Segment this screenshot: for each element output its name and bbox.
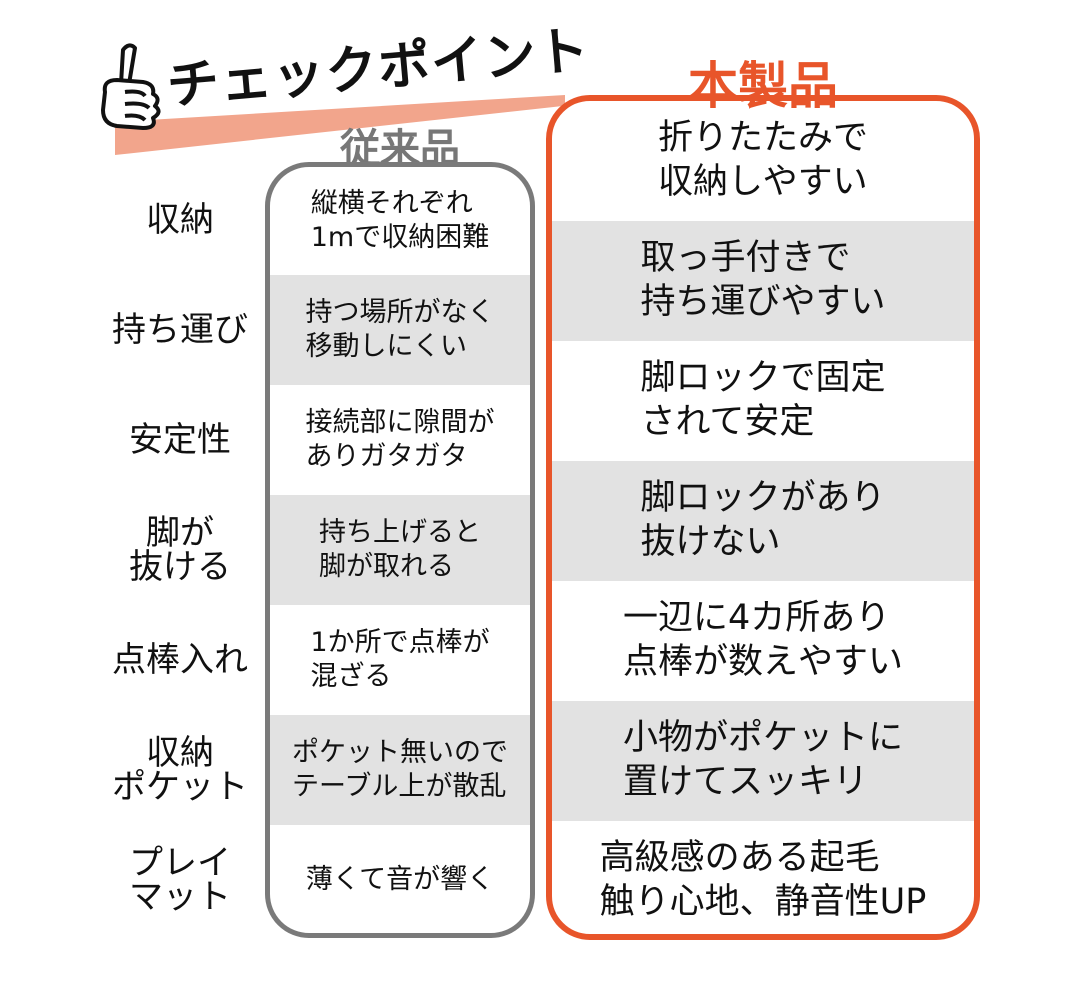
product-cell: 小物がポケットに 置けてスッキリ — [622, 718, 903, 802]
product-column-label: 本製品 — [688, 57, 838, 115]
conventional-cell: 持ち上げると 脚が取れる — [319, 517, 481, 582]
conventional-row: ポケット無いので テーブル上が散乱 — [270, 715, 530, 825]
product-cell: 脚ロックで固定 されて安定 — [640, 358, 886, 442]
conventional-cell: 持つ場所がなく 移動しにくい — [305, 297, 495, 362]
product-row: 脚ロックがあり 抜けない — [552, 461, 974, 581]
conventional-cell: 1か所で点棒が 混ざる — [310, 627, 490, 692]
conventional-row: 持つ場所がなく 移動しにくい — [270, 275, 530, 385]
conventional-row: 持ち上げると 脚が取れる — [270, 495, 530, 605]
this-product-column: 折りたたみで 収納しやすい 取っ手付きで 持ち運びやすい 脚ロックで固定 されて… — [546, 95, 980, 940]
conventional-row: 1か所で点棒が 混ざる — [270, 605, 530, 715]
product-row: 一辺に4カ所あり 点棒が数えやすい — [552, 581, 974, 701]
product-cell: 一辺に4カ所あり 点棒が数えやすい — [622, 598, 903, 682]
conventional-cell: 縦横それぞれ 1mで収納困難 — [310, 188, 490, 253]
product-cell: 折りたたみで 収納しやすい — [657, 118, 868, 202]
category-leg-removal: 脚が 抜ける — [129, 513, 231, 587]
conventional-cell: ポケット無いので テーブル上が散乱 — [292, 737, 508, 802]
product-cell: 高級感のある起毛 触り心地、静音性UP — [599, 838, 927, 922]
pointing-hand-icon — [101, 43, 161, 130]
category-list: 収納 持ち運び 安定性 脚が 抜ける 点棒入れ 収納 ポケット プレイ マット — [95, 165, 265, 935]
conventional-row: 接続部に隙間が ありガタガタ — [270, 385, 530, 495]
category-play-mat: プレイ マット — [129, 843, 231, 917]
conventional-product-column: 縦横それぞれ 1mで収納困難 持つ場所がなく 移動しにくい 接続部に隙間が あり… — [265, 162, 535, 938]
category-portability: 持ち運び — [112, 310, 248, 350]
category-storage-pocket: 収納 ポケット — [112, 733, 248, 807]
product-cell: 取っ手付きで 持ち運びやすい — [640, 238, 886, 322]
product-row: 高級感のある起毛 触り心地、静音性UP — [552, 821, 974, 934]
conventional-row: 縦横それぞれ 1mで収納困難 — [270, 167, 530, 275]
product-row: 折りたたみで 収納しやすい — [552, 101, 974, 221]
conventional-row: 薄くて音が響く — [270, 825, 530, 933]
checkpoint-header: チェックポイント — [95, 19, 592, 155]
category-storage: 収納 — [146, 200, 214, 240]
category-stability: 安定性 — [129, 420, 231, 460]
product-row: 取っ手付きで 持ち運びやすい — [552, 221, 974, 341]
category-point-stick-holder: 点棒入れ — [112, 640, 248, 680]
conventional-cell: 接続部に隙間が ありガタガタ — [305, 407, 495, 472]
product-row: 脚ロックで固定 されて安定 — [552, 341, 974, 461]
conventional-cell: 薄くて音が響く — [305, 864, 495, 896]
product-row: 小物がポケットに 置けてスッキリ — [552, 701, 974, 821]
product-cell: 脚ロックがあり 抜けない — [640, 478, 886, 562]
